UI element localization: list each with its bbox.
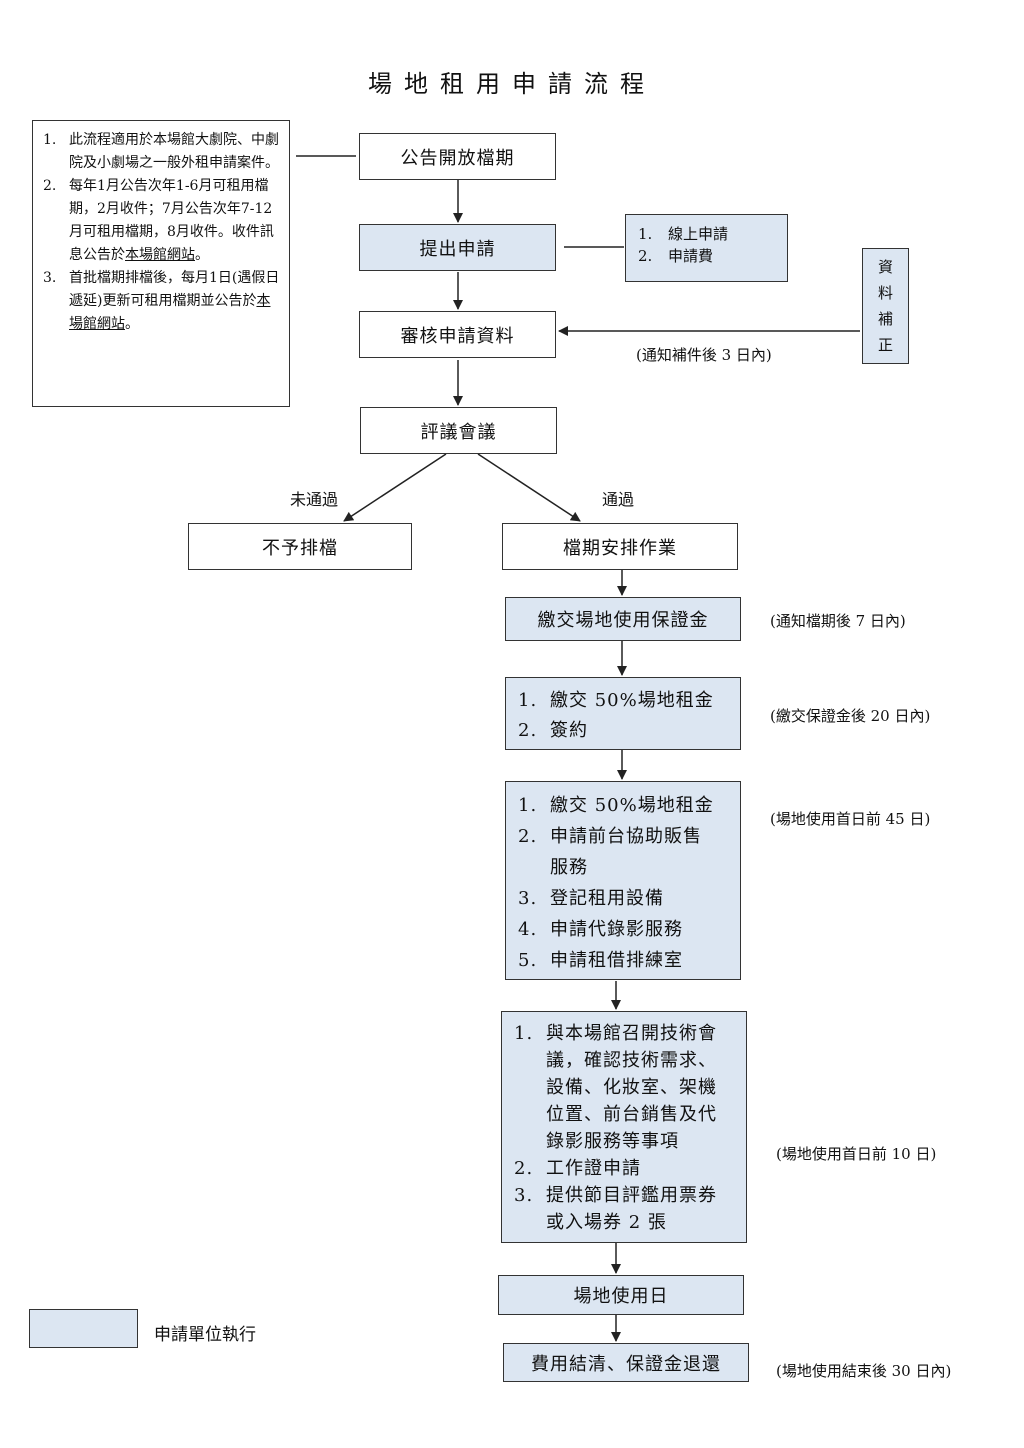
tech-item: 2.工作證申請 <box>514 1158 641 1179</box>
tech-item: 3.提供節目評鑑用票券 <box>514 1185 717 1206</box>
step-announce: 公告開放檔期 <box>359 133 556 180</box>
page-title: 場地租用申請流程 <box>368 70 656 98</box>
step-pay50: 1.繳交 50%場地租金 2.簽約 <box>505 677 741 750</box>
pay50b-item: 1.繳交 50%場地租金 <box>518 795 714 816</box>
step-review: 審核申請資料 <box>359 311 556 358</box>
apply-list: 1.線上申請 2.申請費 <box>625 214 788 282</box>
note-text: 。 <box>125 316 139 332</box>
time-settle: (場地使用結束後 30 日內) <box>776 1362 952 1380</box>
step-use-day: 場地使用日 <box>498 1275 744 1315</box>
step-reject: 不予排檔 <box>188 523 412 570</box>
note-text: 每年1月公告次年1-6月可租用檔期，2月收件；7月公告次年7-12月可租用檔期，… <box>69 178 274 263</box>
tech-item: 或入場券 2 張 <box>546 1212 667 1233</box>
step-settle: 費用結清、保證金退還 <box>503 1343 749 1382</box>
pay50-item: 2.簽約 <box>518 720 588 741</box>
pay50-item: 1.繳交 50%場地租金 <box>518 690 714 711</box>
pay50b-item: 服務 <box>550 857 588 878</box>
step-pay50b: 1.繳交 50%場地租金 2.申請前台協助販售 服務 3.登記租用設備 4.申請… <box>505 781 741 980</box>
time-deposit: (通知檔期後 7 日內) <box>770 612 906 630</box>
venue-website-link[interactable]: 本場館網站 <box>125 247 195 263</box>
branch-fail-label: 未通過 <box>290 490 339 509</box>
note-number: 2. <box>43 178 57 194</box>
legend-swatch <box>29 1309 138 1348</box>
time-review: (通知補件後 3 日內) <box>636 346 772 364</box>
step-apply: 提出申請 <box>359 224 556 271</box>
note-item: 2. 每年1月公告次年1-6月可租用檔期，2月收件；7月公告次年7-12月可租用… <box>43 175 281 267</box>
note-number: 1. <box>43 132 57 148</box>
arrow-meeting-reject <box>343 453 447 522</box>
note-number: 3. <box>43 270 57 286</box>
tech-item: 1.與本場館召開技術會 <box>514 1023 717 1044</box>
branch-pass-label: 通過 <box>602 490 635 509</box>
tech-item: 位置、前台銷售及代 <box>546 1104 717 1125</box>
apply-list-item: 2.申請費 <box>638 247 714 265</box>
time-tech: (場地使用首日前 10 日) <box>776 1145 937 1163</box>
tech-item: 設備、化妝室、架機 <box>546 1077 717 1098</box>
pay50b-item: 3.登記租用設備 <box>518 888 664 909</box>
time-pay50: (繳交保證金後 20 日內) <box>770 707 931 725</box>
note-text: 此流程適用於本場館大劇院、中劇院及小劇場之一般外租申請案件。 <box>69 132 279 171</box>
tech-item: 錄影服務等事項 <box>546 1131 679 1152</box>
step-deposit: 繳交場地使用保證金 <box>505 597 741 641</box>
legend-label: 申請單位執行 <box>154 1325 256 1345</box>
supplement-box: 資 料 補 正 <box>862 248 909 364</box>
venue-website-link[interactable]: 本場館網站 <box>69 293 271 332</box>
note-text: 。 <box>195 247 209 263</box>
tech-item: 議，確認技術需求、 <box>546 1050 717 1071</box>
note-text: 首批檔期排檔後，每月1日(遇假日遞延)更新可租用檔期並公告於 <box>69 270 280 309</box>
pay50b-item: 2.申請前台協助販售 <box>518 826 702 847</box>
pay50b-item: 5.申請租借排練室 <box>518 950 683 971</box>
step-schedule: 檔期安排作業 <box>502 523 738 570</box>
arrow-meeting-schedule <box>477 453 581 522</box>
time-pay50b: (場地使用首日前 45 日) <box>770 810 931 828</box>
pay50b-item: 4.申請代錄影服務 <box>518 919 683 940</box>
note-item: 1. 此流程適用於本場館大劇院、中劇院及小劇場之一般外租申請案件。 <box>43 129 281 175</box>
step-meeting: 評議會議 <box>360 407 557 454</box>
note-item: 3. 首批檔期排檔後，每月1日(遇假日遞延)更新可租用檔期並公告於本場館網站。 <box>43 267 281 336</box>
step-tech: 1.與本場館召開技術會 議，確認技術需求、 設備、化妝室、架機 位置、前台銷售及… <box>501 1011 747 1243</box>
apply-list-item: 1.線上申請 <box>638 225 729 243</box>
notes-box: 1. 此流程適用於本場館大劇院、中劇院及小劇場之一般外租申請案件。 2. 每年1… <box>32 120 290 407</box>
